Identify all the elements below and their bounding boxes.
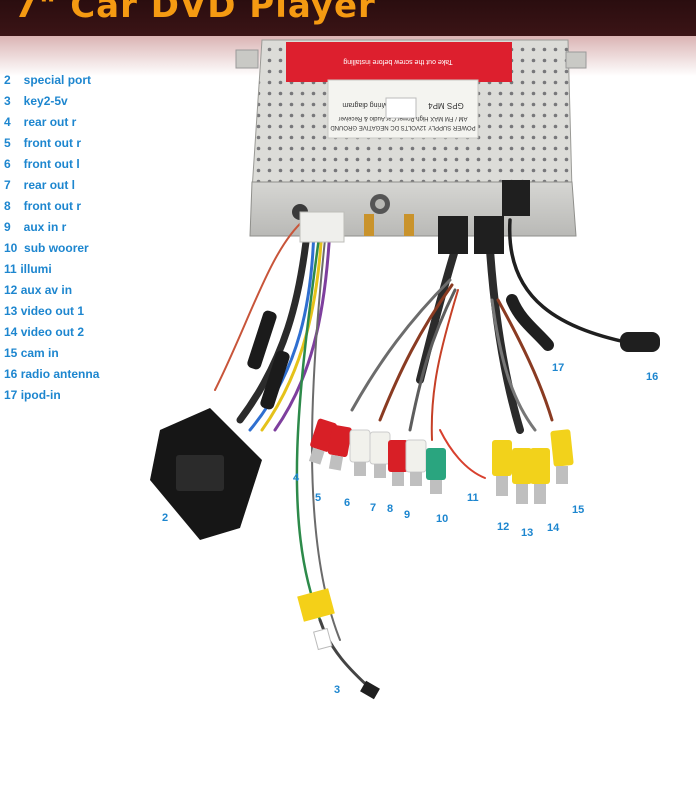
- legend-item: 17 ipod-in: [4, 388, 61, 402]
- legend-item: 11 illumi: [4, 262, 52, 276]
- callout-16: 16: [646, 371, 659, 383]
- legend-item: 15 cam in: [4, 346, 59, 360]
- page-title: 7" Car DVD Player: [14, 0, 376, 26]
- legend-item: 3 key2-5v: [4, 94, 68, 108]
- callout-17: 17: [552, 362, 565, 374]
- legend-item: 6 front out l: [4, 157, 80, 171]
- radio-antenna-plug: [620, 332, 660, 352]
- rca-plug-group: [308, 418, 446, 494]
- callout-2: 2: [162, 512, 169, 524]
- legend-item: 8 front out r: [4, 199, 81, 213]
- header-bar: 7" Car DVD Player: [0, 0, 696, 36]
- antenna-connectors: [364, 214, 414, 236]
- warning-sticker: Take out the screw before installing: [286, 42, 512, 82]
- legend-item: 7 rear out l: [4, 178, 76, 192]
- key-wire-tag: [297, 588, 380, 700]
- callout-3: 3: [334, 684, 341, 696]
- callout-13: 13: [521, 527, 534, 539]
- harness-connector: [150, 310, 290, 540]
- legend-item: 5 front out r: [4, 136, 81, 150]
- legend-item: 4 rear out r: [4, 115, 77, 129]
- legend-item: 9 aux in r: [4, 220, 67, 234]
- callout-10: 10: [436, 513, 449, 525]
- wiring-diagram-text: Wiring diagram: [342, 101, 389, 108]
- wire-bundles: [214, 180, 642, 692]
- legend-item: 2 special port: [4, 73, 92, 87]
- spec-label: POWER SUPPLY 12VOLTS DC NEGATIVE GROUND …: [327, 79, 479, 139]
- callout-15: 15: [572, 504, 585, 516]
- callout-8: 8: [387, 503, 394, 515]
- callout-4: 4: [293, 472, 300, 484]
- legend-item: 13 video out 1: [4, 304, 85, 318]
- rca-yellow-group: [492, 429, 574, 504]
- legend-item: 12 aux av in: [4, 283, 73, 297]
- spec-line-2: POWER SUPPLY 12VOLTS DC NEGATIVE GROUND: [330, 124, 476, 130]
- legend-item: 14 video out 2: [4, 325, 85, 339]
- callout-9: 9: [404, 509, 411, 521]
- callout-12: 12: [497, 521, 510, 533]
- legend-item: 10 sub woorer: [4, 241, 89, 255]
- legend-list: 2 special port 3 key2-5v 4 rear out r 5 …: [4, 70, 99, 406]
- sticker-text: Take out the screw before installing: [343, 58, 452, 65]
- callout-14: 14: [547, 522, 560, 534]
- callout-11: 11: [467, 492, 479, 504]
- callout-5: 5: [315, 492, 322, 504]
- callout-6: 6: [344, 497, 351, 509]
- callout-7: 7: [370, 502, 377, 514]
- legend-item: 16 radio antenna: [4, 367, 100, 381]
- model-text: GPS MP4: [428, 101, 464, 110]
